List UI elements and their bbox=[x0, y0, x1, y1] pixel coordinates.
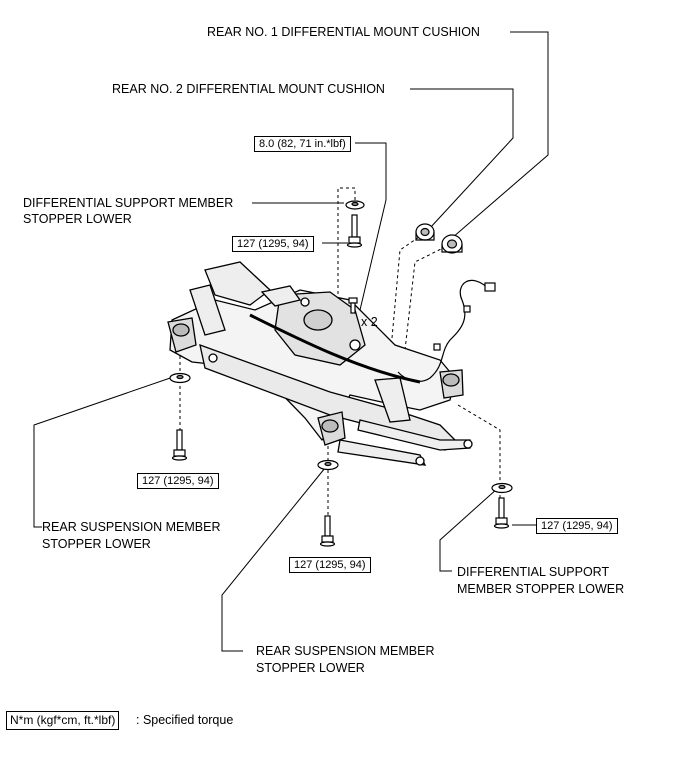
torque-box-upper-bolt: 127 (1295, 94) bbox=[232, 236, 314, 252]
label-rear-susp-left-2: STOPPER LOWER bbox=[42, 537, 151, 551]
leader-rear-no1 bbox=[451, 31, 549, 239]
torque-box-small: 8.0 (82, 71 in.*lbf) bbox=[254, 136, 351, 152]
label-diff-support-right-2: MEMBER STOPPER LOWER bbox=[457, 582, 625, 596]
dash-right-stopper bbox=[457, 404, 501, 500]
right-bolt bbox=[493, 497, 510, 529]
label-rear-susp-left-1: REAR SUSPENSION MEMBER bbox=[42, 520, 221, 534]
label-diff-support-left-1: DIFFERENTIAL SUPPORT MEMBER bbox=[23, 196, 234, 210]
dash-diff-support-upper bbox=[337, 187, 356, 312]
legend-description: : Specified torque bbox=[136, 713, 234, 727]
right-stopper bbox=[491, 482, 513, 494]
label-rear-no1-cushion: REAR NO. 1 DIFFERENTIAL MOUNT CUSHION bbox=[207, 25, 480, 39]
center-stopper bbox=[317, 459, 339, 471]
torque-box-center-bolt: 127 (1295, 94) bbox=[289, 557, 371, 573]
label-times-two: x 2 bbox=[361, 315, 378, 329]
upper-bolt bbox=[346, 214, 363, 248]
upper-stopper bbox=[345, 200, 365, 210]
small-bolt bbox=[348, 297, 358, 314]
legend-unit-box: N*m (kgf*cm, ft.*lbf) bbox=[6, 711, 120, 730]
label-diff-support-right-1: DIFFERENTIAL SUPPORT bbox=[457, 565, 610, 579]
wire-harness bbox=[397, 279, 496, 382]
label-diff-support-left-2: STOPPER LOWER bbox=[23, 212, 132, 226]
rear-suspension-member bbox=[167, 261, 473, 466]
leader-torque-small bbox=[355, 142, 387, 311]
dash-cushion-no1 bbox=[404, 246, 446, 351]
center-bolt bbox=[319, 515, 336, 547]
label-rear-susp-center-2: STOPPER LOWER bbox=[256, 661, 365, 675]
diff-mount-cushion-no1 bbox=[441, 234, 463, 254]
left-bolt bbox=[171, 429, 188, 461]
label-rear-no2-cushion: REAR NO. 2 DIFFERENTIAL MOUNT CUSHION bbox=[112, 82, 385, 96]
dash-cushion-no2 bbox=[391, 234, 423, 339]
leader-rear-susp-left bbox=[33, 375, 177, 528]
torque-box-left-bolt: 127 (1295, 94) bbox=[137, 473, 219, 489]
leader-rear-susp-center bbox=[221, 467, 326, 652]
leader-diff-support-right bbox=[439, 487, 499, 572]
left-stopper bbox=[169, 372, 191, 384]
torque-box-right-bolt: 127 (1295, 94) bbox=[536, 518, 618, 534]
diff-mount-cushion-no2 bbox=[415, 223, 435, 241]
leader-rear-no2 bbox=[410, 88, 514, 229]
label-rear-susp-center-1: REAR SUSPENSION MEMBER bbox=[256, 644, 435, 658]
